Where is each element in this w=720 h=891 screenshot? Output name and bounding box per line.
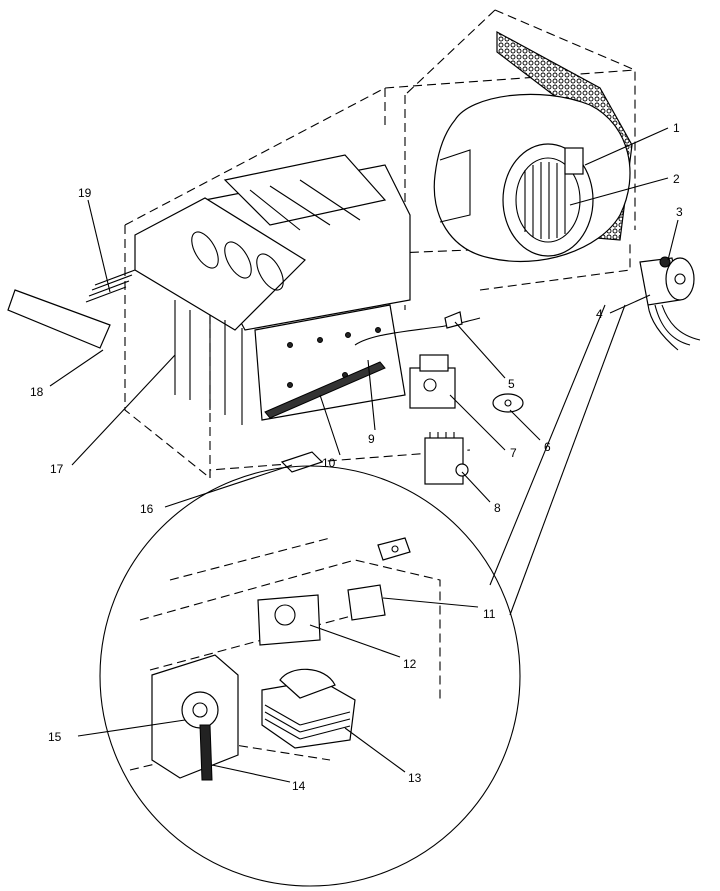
- gas-valve-assembly: [280, 311, 524, 485]
- heat-exchanger: [134, 154, 411, 425]
- callout-2: 2: [673, 172, 680, 186]
- callout-1: 1: [673, 121, 680, 135]
- blower-bracket: [564, 147, 584, 175]
- relay: [257, 594, 321, 646]
- callout-19: 19: [78, 186, 92, 200]
- callout-6: 6: [544, 440, 551, 454]
- callout-17: 17: [50, 462, 64, 476]
- sight-glass: [492, 393, 524, 413]
- small-bracket: [280, 451, 324, 473]
- bracket-tab: [377, 537, 411, 561]
- callout-12: 12: [403, 657, 417, 671]
- callout-15: 15: [48, 730, 62, 744]
- callout-5: 5: [508, 377, 515, 391]
- vent-duct: [7, 269, 136, 349]
- leader-lines: [49, 127, 679, 783]
- callout-9: 9: [368, 432, 375, 446]
- motor: [639, 256, 701, 351]
- callout-13: 13: [408, 771, 422, 785]
- detail-inset: [99, 304, 626, 887]
- callout-16: 16: [140, 502, 154, 516]
- callout-10: 10: [322, 456, 336, 470]
- callout-14: 14: [292, 779, 306, 793]
- burner-strip: [264, 361, 386, 419]
- limit-switch: [347, 584, 386, 621]
- callout-labels: 1 2 3 4 5 6 7 8 9 10 11 12 13 14 15 16 1…: [30, 121, 683, 793]
- callout-11: 11: [483, 607, 496, 621]
- control-box: [424, 437, 464, 485]
- callout-8: 8: [494, 501, 501, 515]
- callout-4: 4: [596, 307, 603, 321]
- blower-assembly: [433, 30, 633, 263]
- callout-7: 7: [510, 446, 517, 460]
- callout-3: 3: [676, 205, 683, 219]
- callout-18: 18: [30, 385, 44, 399]
